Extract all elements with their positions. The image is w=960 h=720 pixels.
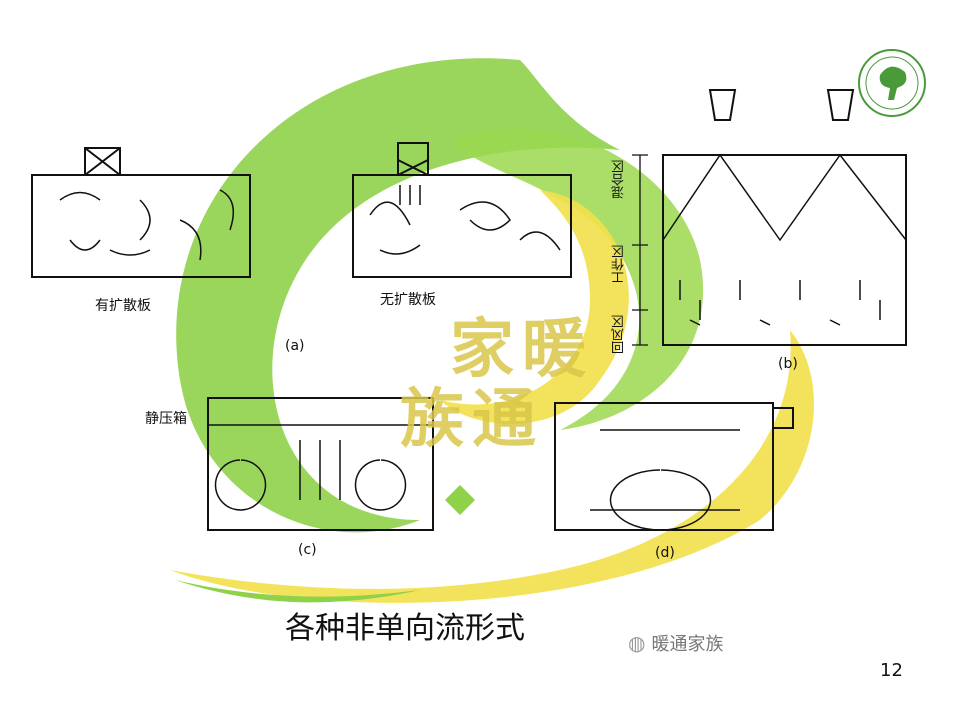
- watermark-line2: 族通: [400, 382, 544, 457]
- caption-d: (d): [655, 545, 675, 561]
- caption-c: (c): [298, 542, 317, 558]
- diagram-c: [207, 397, 434, 531]
- wechat-badge: ◍ 暖通家族: [628, 630, 723, 656]
- page-number: 12: [880, 660, 903, 681]
- label-without-diffuser: 无扩散板: [380, 292, 436, 308]
- wechat-label: 暖通家族: [651, 634, 724, 655]
- diagram-a-right: [352, 142, 572, 278]
- wechat-icon: ◍: [628, 631, 646, 655]
- caption-b: (b): [778, 356, 798, 372]
- slide-title: 各种非单向流形式: [285, 611, 525, 646]
- label-plenum: 静压箱: [145, 411, 187, 427]
- label-with-diffuser: 有扩散板: [95, 298, 151, 314]
- diagram-d: [554, 402, 794, 531]
- watermark-line1: 家暖: [450, 312, 594, 387]
- diagram-a-left: [31, 147, 251, 278]
- caption-a: (a): [285, 338, 305, 354]
- diagram-b: [632, 89, 907, 346]
